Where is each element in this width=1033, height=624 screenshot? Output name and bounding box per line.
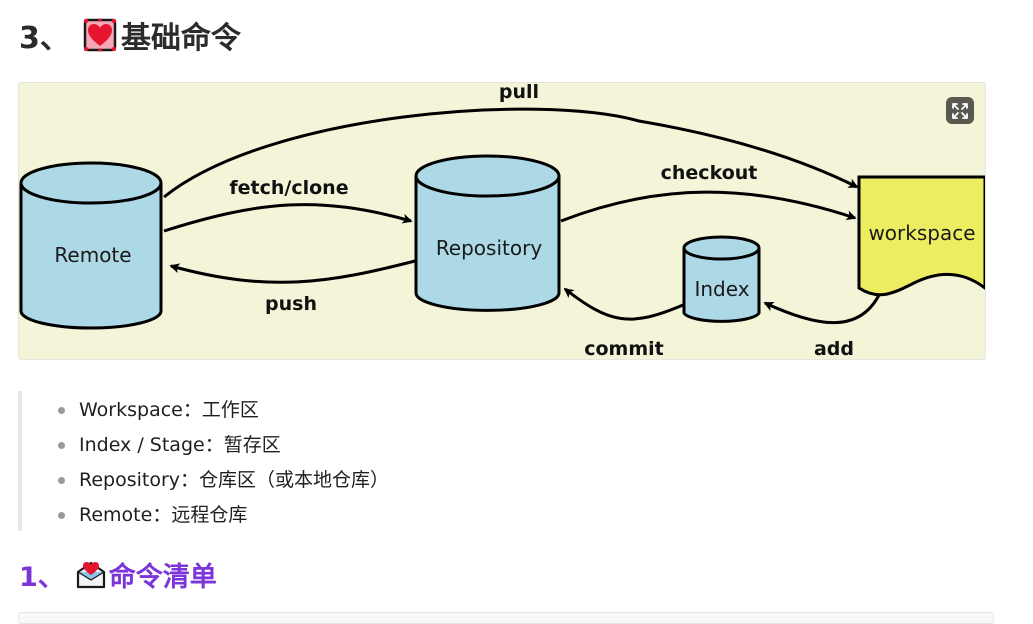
fetch-clone-arrow [163, 203, 413, 233]
list-item: Remote：远程仓库 [56, 498, 389, 533]
love-letter-icon [75, 558, 107, 590]
definition-separator: ： [182, 399, 202, 421]
expand-image-button[interactable] [946, 97, 974, 124]
blockquote-bar [18, 391, 22, 531]
section-heading: 3、 基础命令 [19, 12, 241, 58]
index-cylinder [682, 235, 761, 323]
definition-term: Remote [79, 504, 153, 526]
workspace-shape [857, 175, 985, 297]
definition-separator: ： [180, 469, 200, 491]
subsection-title: 命令清单 [108, 561, 217, 593]
definition-separator: ： [204, 434, 224, 456]
list-item: Workspace：工作区 [56, 393, 389, 428]
expand-icon [952, 102, 968, 119]
checkout-label: checkout [661, 162, 758, 184]
bullet-icon [58, 512, 65, 519]
bullet-icon [58, 442, 65, 449]
definition-description: 工作区 [201, 399, 259, 421]
push-label: push [265, 293, 317, 315]
repository-label: Repository [436, 236, 543, 260]
definition-term: Repository [79, 469, 181, 491]
list-item: Index / Stage：暂存区 [56, 428, 389, 463]
definition-description: 仓库区（或本地仓库） [199, 469, 390, 491]
subsection-number: 1、 [19, 561, 65, 593]
remote-cylinder [19, 161, 163, 330]
push-arrow [169, 259, 416, 284]
workspace-label: workspace [868, 221, 975, 245]
definition-description: 暂存区 [223, 434, 281, 456]
commit-label: commit [584, 338, 664, 360]
add-label: add [814, 338, 854, 360]
list-item: Repository：仓库区（或本地仓库） [56, 463, 389, 498]
bullet-icon [58, 407, 65, 414]
checkout-arrow [560, 190, 857, 223]
heart-decoration-icon [82, 17, 118, 53]
git-workflow-diagram: Remote Repository Index workspace pull f… [18, 82, 986, 360]
subsection-heading: 1、 命令清单 [19, 553, 217, 595]
section-title: 基础命令 [120, 21, 241, 56]
pull-label: pull [499, 83, 539, 103]
bullet-icon [58, 477, 65, 484]
repository-cylinder [414, 154, 561, 312]
command-code-block [18, 612, 994, 624]
section-number: 3、 [19, 21, 70, 56]
definition-term: Index / Stage [79, 434, 205, 456]
fetch-clone-label: fetch/clone [229, 177, 348, 199]
commit-arrow [563, 287, 684, 321]
area-definitions-list: Workspace：工作区 Index / Stage：暂存区 Reposito… [56, 393, 389, 533]
index-label: Index [694, 277, 749, 301]
definition-description: 远程仓库 [171, 504, 248, 526]
definition-term: Workspace [79, 399, 183, 421]
pull-arrow [163, 107, 859, 199]
diagram-canvas: Remote Repository Index workspace pull f… [19, 83, 985, 360]
add-arrow [763, 294, 881, 325]
remote-label: Remote [54, 243, 131, 267]
definition-separator: ： [152, 504, 172, 526]
